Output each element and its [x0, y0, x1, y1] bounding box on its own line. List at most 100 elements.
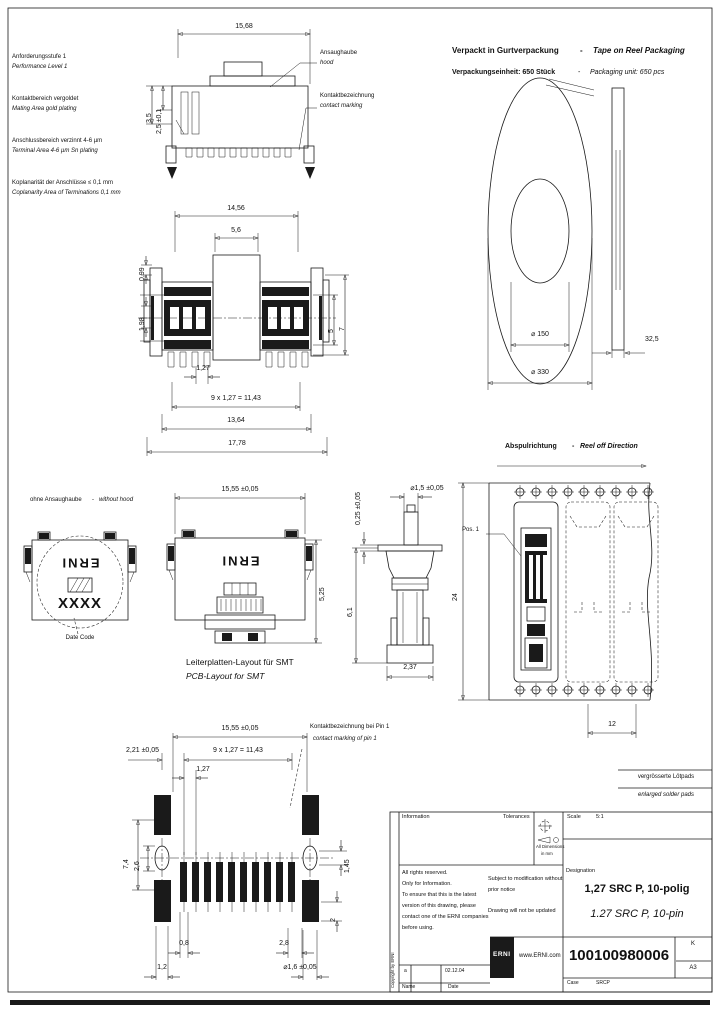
dim-13-64: 13,64: [227, 417, 245, 424]
label-date-code: Date Code: [65, 635, 95, 641]
pcb-title-en: PCB-Layout for SMT: [186, 671, 265, 681]
pcb-title-de: Leiterplatten-Layout für SMT: [186, 657, 294, 667]
label-enlarged-pads-en: enlarged solder pads: [637, 792, 695, 798]
packaging-sep2: -: [578, 69, 581, 76]
dim-1-27-front: 1,27: [196, 365, 210, 372]
titleblock-note1: All rights reserved.: [402, 870, 448, 876]
titleblock-rev: K: [690, 941, 696, 947]
label-pin1-marking-de: Kontaktbezeichnung bei Pin 1: [310, 724, 390, 730]
titleblock-subject2: prior notice: [488, 887, 516, 893]
note-mating-en: Mating Area gold plating: [12, 106, 77, 112]
label-pin1-marking-en: contact marking of pin 1: [313, 736, 377, 742]
titleblock-case-label: Case: [567, 980, 579, 986]
dim-24: 24: [452, 593, 459, 601]
titleblock-rev-date: 02.12.04: [445, 968, 465, 974]
dim-7: 7: [339, 327, 346, 331]
titleblock-size: A3: [689, 965, 697, 971]
dim-5-25: 5,25: [319, 587, 326, 601]
dim-2-6: 2,6: [134, 861, 141, 871]
titleblock-tolerances: Tolerances: [503, 814, 530, 820]
dim-1-98: 1,98: [139, 317, 146, 331]
titleblock-designation-de: 1,27 SRC P, 10-polig: [584, 883, 690, 895]
label-enlarged-pads-de: vergrösserte Lötpads: [637, 774, 695, 780]
label-pos1: Pos. 1: [462, 527, 480, 533]
packaging-sep1: -: [580, 46, 583, 55]
titleblock-date-label: Date: [448, 984, 459, 990]
dim-12: 12: [608, 721, 616, 728]
marking-erni-mid: ERNI: [220, 553, 260, 569]
dim-14-56: 14,56: [227, 205, 245, 212]
note-coplanarity-en: Coplanarity Area of Terminations 0,1 mm: [12, 190, 121, 196]
titleblock-subject3: Drawing will not be updated: [488, 908, 556, 914]
packaging-line1-en: Tape on Reel Packaging: [593, 46, 685, 55]
label-no-hood-en: without hood: [99, 497, 134, 503]
packaging-line1-de: Verpackt in Gurtverpackung: [452, 46, 559, 55]
label-hood-en: hood: [320, 60, 334, 66]
titleblock-part-number: 100100980006: [568, 947, 670, 964]
label-reel-off-en: Reel off Direction: [580, 443, 638, 450]
titleblock-website: www.ERNI.com: [519, 953, 561, 959]
titleblock-copyright: Copyright by ERNI: [390, 952, 395, 988]
label-contact-marking-en: contact marking: [320, 103, 363, 109]
dim-15-68: 15,68: [235, 23, 253, 30]
label-contact-marking-de: Kontaktbezeichnung: [320, 93, 375, 99]
dim-2-21: 2,21 ±0,05: [126, 747, 160, 754]
titleblock-scale-value: 5:1: [596, 814, 604, 820]
dim-17-78: 17,78: [228, 440, 246, 447]
dim-2: 2: [330, 918, 337, 922]
note-mating-de: Kontaktbereich vergoldet: [12, 96, 79, 102]
titleblock-designation-en: 1.27 SRC P, 10-pin: [590, 908, 684, 920]
marking-erni-left: ERNI: [60, 555, 100, 571]
dim-15-55-pcb: 15,55 ±0,05: [221, 725, 259, 732]
dim-3-5: 3,5: [146, 113, 153, 123]
marking-date-code: XXXX: [57, 595, 103, 612]
titleblock-rev-index: a: [404, 968, 407, 974]
dim-9x1-27-pcb: 9 x 1,27 = 11,43: [213, 747, 263, 754]
note-terminal-de: Anschlussbereich verzinnt 4-6 µm: [12, 138, 103, 144]
titleblock-case-value: SRCP: [596, 980, 610, 986]
titleblock-scale-label: Scale: [567, 814, 581, 820]
note-terminal-en: Terminal Area 4-6 µm Sn plating: [12, 148, 98, 154]
label-hood-de: Ansaughaube: [320, 50, 358, 56]
label-reel-off-de: Abspulrichtung: [505, 443, 557, 450]
label-no-hood-sep: -: [92, 497, 94, 503]
dim-1-2: 1,2: [157, 964, 167, 971]
titleblock-designation-label: Designation: [566, 868, 596, 874]
titleblock-subject1: Subject to modification without: [488, 876, 563, 882]
titleblock-information: Information: [402, 814, 430, 820]
dim-dia-150: ⌀ 150: [531, 331, 549, 338]
dim-15-55-view: 15,55 ±0,05: [221, 486, 259, 493]
label-reel-off-sep: -: [572, 443, 575, 450]
titleblock-dims-note2: in mm: [541, 851, 553, 856]
dim-2-8: 2,8: [279, 940, 289, 947]
titleblock-note3: To ensure that this is the latest: [402, 892, 477, 898]
dim-dia-330: ⌀ 330: [531, 369, 549, 376]
titleblock-note2: Only for Information.: [402, 881, 452, 887]
dim-0-25: 0,25 ±0,05: [355, 491, 362, 525]
dim-9x1-27-front: 9 x 1,27 = 11,43: [211, 395, 261, 402]
dim-1-45: 1,45: [344, 859, 351, 873]
dim-6-1: 6,1: [347, 607, 354, 617]
dim-2-37: 2,37: [403, 664, 417, 671]
dim-dia-1-6: ⌀1,6 ±0,05: [283, 964, 317, 971]
dim-5-6: 5,6: [231, 227, 241, 234]
dim-1-27-pcb: 1,27: [196, 766, 210, 773]
packaging-line2-de: Verpackungseinheit: 650 Stück: [452, 69, 556, 76]
label-no-hood-de: ohne Ansaughaube: [30, 497, 82, 503]
titleblock-dims-note1: All Dimensions: [536, 844, 565, 849]
titleblock-name-label: Name: [402, 984, 416, 990]
dim-dia-1-5: ⌀1,5 ±0,05: [410, 485, 444, 492]
note-performance-de: Anforderungsstufe 1: [12, 54, 67, 60]
erni-logo: ERNI: [493, 951, 511, 958]
packaging-line2-en: Packaging unit: 650 pcs: [590, 69, 665, 76]
titleblock-note6: before using.: [402, 925, 434, 931]
dim-0-99: 0,99: [139, 267, 146, 281]
titleblock-note5: contact one of the ERNI companies: [402, 914, 489, 920]
note-coplanarity-de: Koplanarität der Anschlüsse ≤ 0,1 mm: [12, 180, 114, 186]
dim-7-4: 7,4: [123, 859, 130, 869]
note-performance-en: Performance Level 1: [12, 64, 68, 70]
titleblock-note4: version of this drawing, please: [402, 903, 476, 909]
dim-5: 5: [328, 329, 335, 333]
